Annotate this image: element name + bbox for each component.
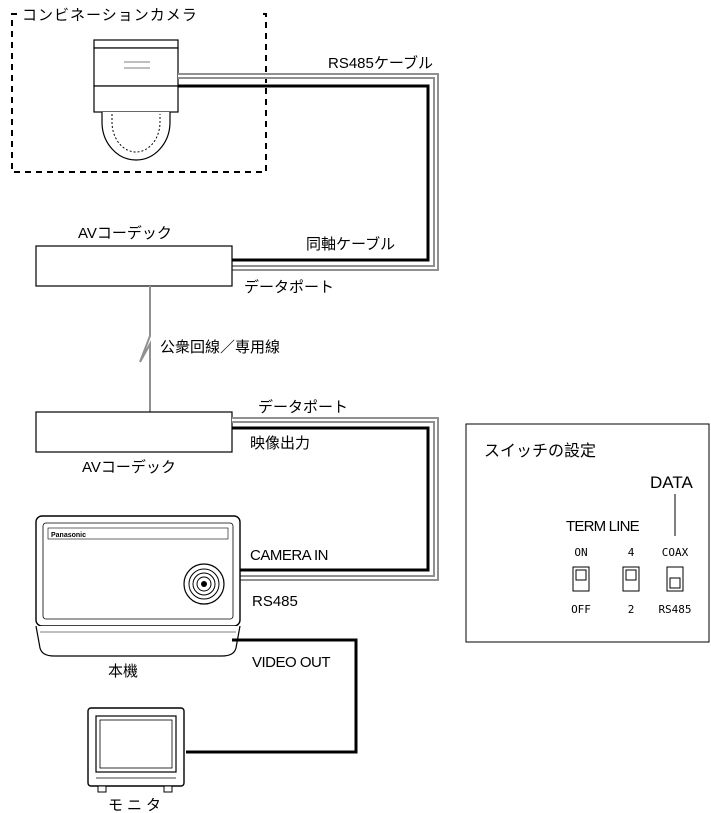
switch-line-bottom-label: 2 — [628, 603, 635, 616]
switch-settings-panel: スイッチの設定 DATA TERM LINE ON OFF 4 2 COAX R… — [465, 423, 710, 643]
switch-data: COAX RS485 — [658, 546, 691, 616]
public-line — [139, 286, 151, 412]
switch-term-knob — [575, 569, 587, 581]
switch-panel-frame — [465, 423, 710, 643]
codec-top: AVコーデック — [35, 224, 233, 287]
monitor-icon — [87, 707, 185, 793]
rs485-label: RS485 — [252, 593, 298, 610]
camera-dashed-frame — [11, 13, 267, 173]
monitor: モニタ — [87, 707, 185, 813]
dome-camera-icon — [93, 39, 179, 161]
main-unit-label: 本機 — [108, 662, 138, 680]
switch-term: ON OFF — [571, 546, 591, 616]
codec-bottom-box — [35, 411, 233, 453]
codec-top-label: AVコーデック — [78, 224, 172, 242]
rs485-cable-label: RS485ケーブル — [328, 54, 433, 72]
monitor-label: モニタ — [108, 796, 165, 813]
codec-unit-cables — [232, 417, 439, 581]
data-label: DATA — [650, 473, 693, 492]
term-line-label: TERM LINE — [566, 518, 640, 535]
camera-group: コンビネーションカメラ — [11, 6, 267, 173]
camera-in-label: CAMERA IN — [250, 547, 328, 564]
switch-term-bottom-label: OFF — [571, 603, 591, 616]
switch-line-top-label: 4 — [628, 546, 635, 559]
main-unit: Panasonic 本機 — [35, 515, 241, 680]
switch-line: 4 2 — [622, 546, 640, 616]
video-output-label: 映像出力 — [250, 434, 310, 452]
codec-bottom: AVコーデック — [35, 411, 233, 476]
codec-bottom-label: AVコーデック — [82, 458, 176, 476]
public-line-label: 公衆回線／専用線 — [160, 338, 280, 356]
brand-label: Panasonic — [51, 532, 86, 539]
switch-data-knob — [669, 577, 681, 589]
switch-data-bottom-label: RS485 — [658, 603, 691, 616]
switch-term-top-label: ON — [574, 546, 587, 559]
data-port-bottom-label: データポート — [258, 398, 348, 416]
switch-data-top-label: COAX — [662, 546, 689, 559]
camera-label: コンビネーションカメラ — [22, 6, 198, 24]
coax-cable-label: 同軸ケーブル — [306, 235, 395, 253]
joystick-icon — [183, 563, 225, 605]
video-out-label: VIDEO OUT — [252, 654, 330, 671]
data-port-top-label: データポート — [244, 278, 334, 296]
codec-top-box — [35, 245, 233, 287]
camera-cables — [178, 73, 439, 271]
video-out-cable — [186, 638, 358, 754]
switch-line-knob — [625, 569, 637, 581]
switch-panel-title: スイッチの設定 — [484, 441, 596, 460]
